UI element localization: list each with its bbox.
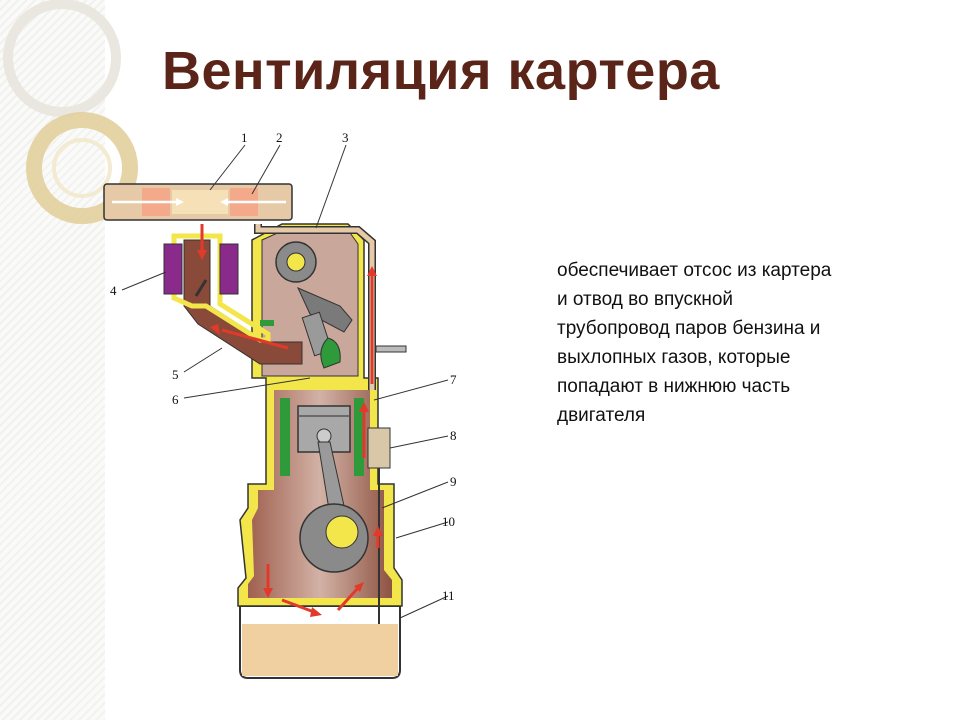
- slide-title: Вентиляция картера: [162, 41, 720, 101]
- description-line: и отвод во впускной: [557, 289, 734, 310]
- regulator-left: [163, 243, 183, 295]
- flow-arrowhead-crankcase-up: [354, 582, 364, 592]
- description-line: трубопровод паров бензина и: [557, 318, 821, 339]
- rocker-arm: [297, 287, 353, 333]
- valve-seat: [320, 337, 341, 369]
- callout-10: 10: [442, 514, 455, 529]
- flow-arrowhead-down: [197, 250, 207, 260]
- callout-8: 8: [450, 428, 457, 443]
- oil-separator: [367, 427, 391, 469]
- leader-7: [373, 379, 449, 401]
- leader-1: [209, 144, 246, 191]
- crankshaft-journal: [325, 515, 359, 549]
- leader-9: [381, 481, 449, 509]
- description-line: выхлопных газов, которые: [557, 347, 791, 368]
- leader-6: [183, 377, 311, 399]
- flow-arrowhead-crankcase-right: [310, 607, 322, 617]
- piston-pin: [316, 428, 332, 444]
- deco-ring-gold: [26, 112, 138, 224]
- gasket-left: [280, 398, 290, 476]
- deco-ring-inner: [52, 138, 112, 198]
- callout-6: 6: [172, 392, 179, 407]
- flow-arrowhead-up-tube: [367, 266, 377, 276]
- flow-arrowhead-up-side: [359, 402, 369, 412]
- callout-5: 5: [172, 367, 179, 382]
- description-line: обеспечивает отсос из картера: [557, 260, 832, 281]
- leader-4: [121, 271, 167, 291]
- deco-ring-top: [3, 0, 121, 117]
- flow-arrowhead-intake: [210, 324, 220, 335]
- callout-7: 7: [450, 372, 457, 387]
- callout-4: 4: [110, 283, 117, 298]
- regulator-right: [219, 243, 239, 295]
- leader-3: [315, 144, 347, 229]
- leader-8: [389, 435, 449, 449]
- throttle-valve: [194, 279, 208, 297]
- air-in-arrowhead-left: [176, 198, 184, 206]
- description-line: попадают в нижнюю часть: [557, 376, 791, 397]
- intake-manifold: [183, 239, 303, 365]
- callout-1: 1: [241, 130, 248, 145]
- air-in-arrowhead-right: [220, 198, 228, 206]
- leader-2: [251, 144, 281, 195]
- callout-9: 9: [450, 474, 457, 489]
- leader-11: [399, 595, 449, 619]
- callout-11: 11: [442, 588, 455, 603]
- flow-arrow-crankcase-up: [336, 586, 360, 612]
- camshaft: [286, 252, 306, 272]
- description-text: обеспечивает отсос из картера и отвод во…: [557, 256, 917, 430]
- gasket-right: [354, 398, 364, 476]
- description-line: двигателя: [557, 405, 646, 426]
- decorative-rings: [3, 0, 138, 224]
- flow-arrow-intake: [221, 328, 289, 350]
- callout-3: 3: [342, 130, 349, 145]
- callout-2: 2: [276, 130, 283, 145]
- flow-arrow-crankcase-right: [281, 598, 315, 614]
- leader-5: [183, 347, 223, 373]
- gasket-intake: [260, 320, 274, 326]
- crankcase-ventilation-diagram: 1 2 3 4 5 6 7 8 9 10 11: [102, 128, 464, 684]
- flow-arrowhead-crankcase-down: [263, 588, 273, 598]
- leader-10: [395, 521, 449, 539]
- oil-level: [242, 624, 398, 676]
- spark-plug: [375, 345, 407, 353]
- flow-arrowhead-separator: [373, 526, 383, 536]
